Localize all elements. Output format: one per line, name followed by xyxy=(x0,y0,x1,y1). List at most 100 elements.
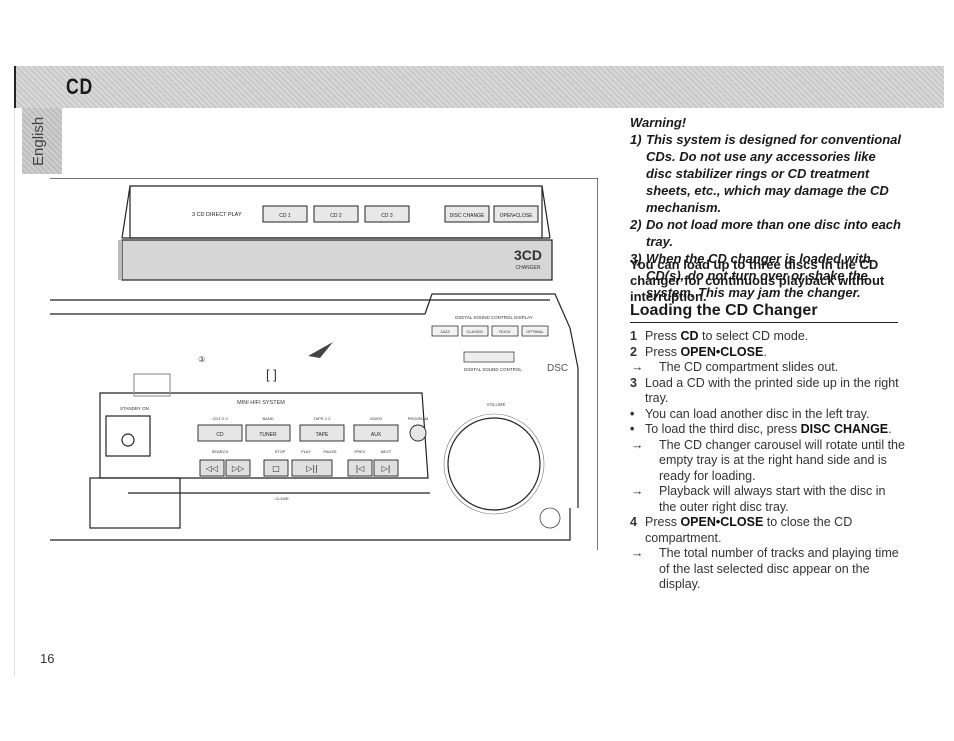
dsc-mode-optimal: OPTIMAL xyxy=(526,329,544,334)
warning-list: 1) This system is designed for conventio… xyxy=(630,131,905,301)
source-label-video: VIDEO xyxy=(370,416,382,421)
step-text: Load a CD with the printed side up in th… xyxy=(645,375,899,406)
cd1-label: CD 1 xyxy=(279,213,291,219)
search-label: SEARCH xyxy=(212,449,229,454)
dsc-label: DSC xyxy=(547,363,568,374)
source-label-program: PROGRAM xyxy=(408,416,429,421)
step-result-text: The CD compartment slides out. xyxy=(659,360,839,374)
changer-badge: 3CD xyxy=(514,247,542,263)
step-bullet: • You can load another disc in the left … xyxy=(630,407,905,423)
headphone-jack xyxy=(539,507,561,529)
arrow-icon: → xyxy=(631,360,644,374)
source-label-band: BAND xyxy=(262,416,273,421)
cd3-button[interactable] xyxy=(364,205,410,223)
dsc-control-label: DIGITAL SOUND CONTROL xyxy=(464,367,522,372)
cd-changer-illustration: 3 CD DIRECT PLAY CD 1 CD 2 CD 3 DISC CHA… xyxy=(50,178,598,550)
dsc-optimal-button[interactable] xyxy=(521,325,549,337)
standby-label: STANDBY ON xyxy=(120,406,149,411)
warning-item: 1) This system is designed for conventio… xyxy=(630,131,905,216)
cd1-button[interactable] xyxy=(262,205,308,223)
next-button[interactable] xyxy=(373,459,399,477)
page-title: CD xyxy=(66,74,94,99)
next-label: NEXT xyxy=(381,449,392,454)
changer-tray xyxy=(121,239,553,281)
step-number: 3 xyxy=(630,375,637,390)
video-button[interactable] xyxy=(353,424,399,442)
disc-change-button[interactable] xyxy=(444,205,490,223)
cd2-label: CD 2 xyxy=(330,213,342,219)
step-text: Press xyxy=(645,329,681,343)
tuner-label: TUNER xyxy=(259,432,277,438)
sound-wave-icon xyxy=(308,342,333,358)
display-digits: [ ] xyxy=(266,367,277,382)
step-item: 4 Press OPEN•CLOSE to close the CD compa… xyxy=(630,515,905,593)
section-rule xyxy=(630,322,898,323)
cd2-button[interactable] xyxy=(313,205,359,223)
warning-item-number: 1) xyxy=(630,132,642,147)
step-text: . xyxy=(888,422,892,436)
device-outline xyxy=(50,178,598,550)
tape-button[interactable] xyxy=(299,424,345,442)
step-text: To load the third disc, press xyxy=(645,422,801,436)
direct-play-label: 3 CD DIRECT PLAY xyxy=(192,212,242,218)
cd3-label: CD 3 xyxy=(381,213,393,219)
stop-button[interactable] xyxy=(263,459,289,477)
language-tab-label: English xyxy=(30,116,47,166)
cd-source-button[interactable] xyxy=(197,424,243,442)
volume-label: VOLUME xyxy=(486,402,505,407)
source-label-cd: CD1·2·3 xyxy=(212,416,228,421)
play-label: PLAY xyxy=(301,449,311,454)
step-item: 1 Press CD to select CD mode. xyxy=(630,329,905,345)
step-text: Press xyxy=(645,515,681,529)
warning-item-number: 2) xyxy=(630,217,642,232)
dsc-rock-button[interactable] xyxy=(491,325,519,337)
step-result-text: Playback will always start with the disc… xyxy=(659,484,886,514)
dsc-jazz-button[interactable] xyxy=(431,325,459,337)
standby-button xyxy=(105,415,151,457)
volume-knob[interactable] xyxy=(447,417,541,511)
aux-label: AUX xyxy=(371,432,382,438)
prev-icon: |◁ xyxy=(356,464,365,473)
header-band-rule xyxy=(14,66,16,108)
step-keyword: DISC CHANGE xyxy=(800,422,889,436)
tuner-button[interactable] xyxy=(245,424,291,442)
step-number: 2 xyxy=(630,344,637,359)
search-back-button[interactable] xyxy=(199,459,225,477)
play-pause-button[interactable] xyxy=(291,459,333,477)
prev-button[interactable] xyxy=(347,459,373,477)
step-keyword: OPEN•CLOSE xyxy=(680,515,764,529)
dsc-classic-button[interactable] xyxy=(461,325,489,337)
fast-forward-icon: ▷▷ xyxy=(232,464,245,473)
open-close-label: OPEN•CLOSE xyxy=(500,213,534,219)
prev-label: PREV xyxy=(355,449,366,454)
header-band xyxy=(14,66,944,108)
stop-label: STOP xyxy=(275,449,286,454)
tape-label: TAPE xyxy=(316,432,329,438)
step-result: → The CD changer carousel will rotate unt… xyxy=(631,437,905,485)
search-forward-button[interactable] xyxy=(225,459,251,477)
dsc-display-label: DIGITAL SOUND CONTROL DISPLAY xyxy=(455,315,533,320)
arrow-icon: → xyxy=(631,437,644,452)
arrow-icon: → xyxy=(631,484,644,498)
warning-item-number: 3) xyxy=(630,251,642,266)
front-door xyxy=(89,477,181,529)
open-close-button[interactable] xyxy=(493,205,539,223)
intro-paragraph: You can load up to three discs in the CD… xyxy=(630,257,885,304)
step-result-text: The total number of tracks and playing t… xyxy=(659,546,899,591)
dsc-mode-classic: CLASSIC xyxy=(466,329,483,334)
margin-line xyxy=(14,108,15,678)
bullet-icon: • xyxy=(630,422,635,436)
source-label-tape: TAPE 1·2 xyxy=(313,416,331,421)
pause-label: PAUSE xyxy=(323,449,337,454)
changer-sub: CHANGER xyxy=(515,265,540,271)
stop-icon: □ xyxy=(272,464,280,473)
step-keyword: CD xyxy=(680,329,699,343)
step-keyword: OPEN•CLOSE xyxy=(680,344,764,359)
step-text: to close the CD compartment. xyxy=(645,515,853,545)
disc-change-label: DISC CHANGE xyxy=(450,213,485,219)
dsc-mode-rock: ROCK xyxy=(499,329,511,334)
next-icon: ▷| xyxy=(382,464,391,473)
step-result-text: The CD changer carousel will rotate unti… xyxy=(659,437,905,483)
front-panel xyxy=(99,392,429,479)
program-button[interactable] xyxy=(409,424,427,442)
